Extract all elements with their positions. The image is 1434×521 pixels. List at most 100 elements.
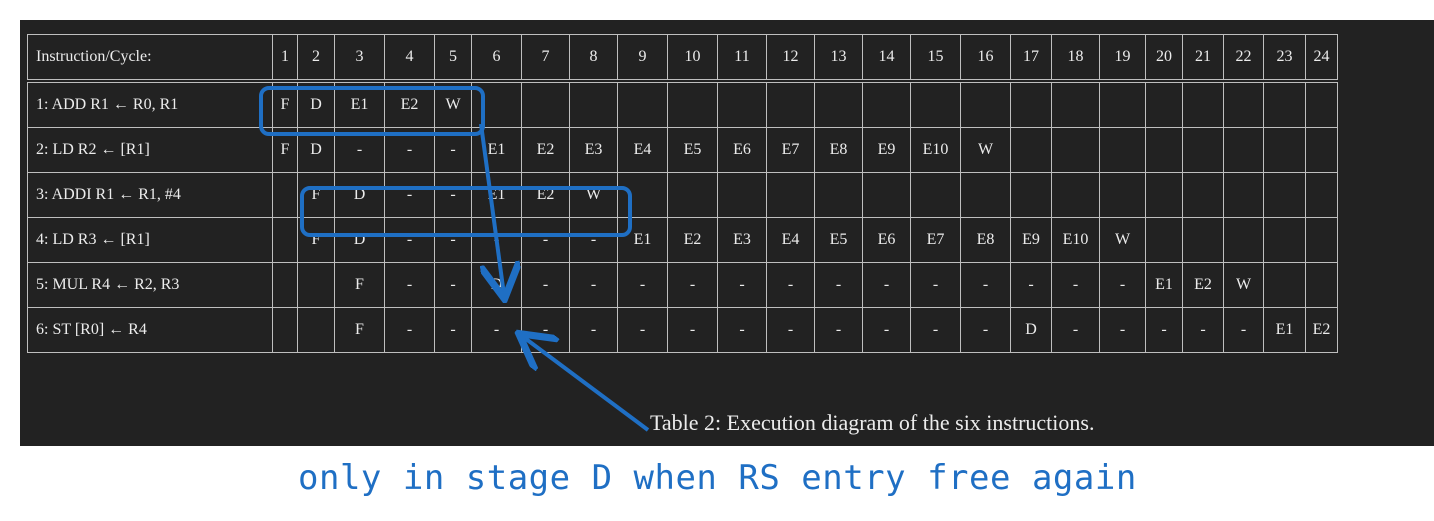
cycle-header: 24	[1305, 34, 1338, 83]
stage-cell	[717, 172, 767, 218]
stage-cell: E5	[667, 127, 718, 173]
stage-cell: W	[434, 80, 472, 128]
cycle-header: 17	[1010, 34, 1052, 83]
stage-cell: E2	[667, 217, 718, 263]
stage-cell: E2	[521, 127, 570, 173]
stage-cell: -	[384, 172, 435, 218]
stage-cell: E6	[717, 127, 767, 173]
stage-cell	[1263, 217, 1306, 263]
stage-cell: -	[717, 307, 767, 353]
stage-cell: W	[569, 172, 618, 218]
stage-cell: -	[384, 262, 435, 308]
cycle-header: 8	[569, 34, 618, 83]
stage-cell: -	[717, 262, 767, 308]
cycle-header: 3	[334, 34, 385, 83]
stage-cell: -	[384, 127, 435, 173]
stage-cell	[1305, 172, 1338, 218]
cycle-header: 9	[617, 34, 668, 83]
instruction-label: 5: MUL R4 ← R2, R3	[27, 262, 273, 308]
stage-cell: -	[434, 262, 472, 308]
stage-cell: D	[1010, 307, 1052, 353]
stage-cell: D	[297, 80, 335, 128]
cycle-header: 15	[910, 34, 961, 83]
stage-cell: W	[1099, 217, 1146, 263]
stage-cell: -	[814, 262, 863, 308]
stage-cell: -	[766, 262, 815, 308]
stage-cell	[272, 262, 298, 308]
stage-cell	[297, 262, 335, 308]
execution-diagram-table: Instruction/Cycle: 1 2 3 4 5 6 7 8 9 10 …	[27, 34, 1338, 353]
stage-cell: E2	[384, 80, 435, 128]
cycle-header: 18	[1051, 34, 1100, 83]
stage-cell	[1099, 172, 1146, 218]
stage-cell	[617, 80, 668, 128]
stage-cell	[1182, 80, 1224, 128]
stage-cell: -	[617, 307, 668, 353]
stage-cell: E6	[862, 217, 911, 263]
stage-cell: -	[434, 217, 472, 263]
stage-cell: E2	[1182, 262, 1224, 308]
cycle-header: 1	[272, 34, 298, 83]
table-panel: Instruction/Cycle: 1 2 3 4 5 6 7 8 9 10 …	[20, 20, 1434, 446]
stage-cell	[766, 172, 815, 218]
stage-cell	[910, 80, 961, 128]
instruction-label: 6: ST [R0] ← R4	[27, 307, 273, 353]
stage-cell	[814, 172, 863, 218]
stage-cell: E2	[1305, 307, 1338, 353]
stage-cell	[1305, 127, 1338, 173]
stage-cell: E1	[1263, 307, 1306, 353]
stage-cell	[910, 172, 961, 218]
header-row: Instruction/Cycle: 1 2 3 4 5 6 7 8 9 10 …	[27, 34, 1338, 83]
cycle-header: 7	[521, 34, 570, 83]
stage-cell	[1145, 127, 1183, 173]
cycle-header: 11	[717, 34, 767, 83]
cycle-header: 13	[814, 34, 863, 83]
stage-cell	[272, 172, 298, 218]
table-caption: Table 2: Execution diagram of the six in…	[650, 410, 1095, 435]
cycle-header: 21	[1182, 34, 1224, 83]
stage-cell: -	[521, 217, 570, 263]
cycle-header: 19	[1099, 34, 1146, 83]
stage-cell: F	[297, 172, 335, 218]
cycle-header: 12	[766, 34, 815, 83]
stage-cell: E2	[521, 172, 570, 218]
stage-cell	[1099, 80, 1146, 128]
stage-cell: -	[471, 307, 522, 353]
stage-cell	[1145, 172, 1183, 218]
stage-cell	[667, 80, 718, 128]
stage-cell	[617, 172, 668, 218]
stage-cell: -	[910, 307, 961, 353]
stage-cell: -	[960, 262, 1011, 308]
stage-cell: E3	[569, 127, 618, 173]
stage-cell: E1	[471, 172, 522, 218]
stage-cell	[1223, 172, 1264, 218]
stage-cell: E7	[766, 127, 815, 173]
stage-cell	[1263, 80, 1306, 128]
stage-cell	[1263, 172, 1306, 218]
stage-cell	[272, 217, 298, 263]
stage-cell: E8	[960, 217, 1011, 263]
stage-cell	[862, 172, 911, 218]
stage-cell: D	[334, 172, 385, 218]
stage-cell	[667, 172, 718, 218]
stage-cell	[1145, 217, 1183, 263]
instruction-cycle-header: Instruction/Cycle:	[27, 34, 273, 83]
stage-cell	[1182, 217, 1224, 263]
stage-cell	[521, 80, 570, 128]
stage-cell	[1051, 80, 1100, 128]
stage-cell	[1145, 80, 1183, 128]
stage-cell	[1305, 262, 1338, 308]
cycle-header: 4	[384, 34, 435, 83]
stage-cell	[569, 80, 618, 128]
stage-cell: -	[384, 217, 435, 263]
stage-cell	[1263, 262, 1306, 308]
stage-cell: E1	[1145, 262, 1183, 308]
stage-cell: -	[1099, 307, 1146, 353]
stage-cell: -	[471, 217, 522, 263]
stage-cell: F	[297, 217, 335, 263]
